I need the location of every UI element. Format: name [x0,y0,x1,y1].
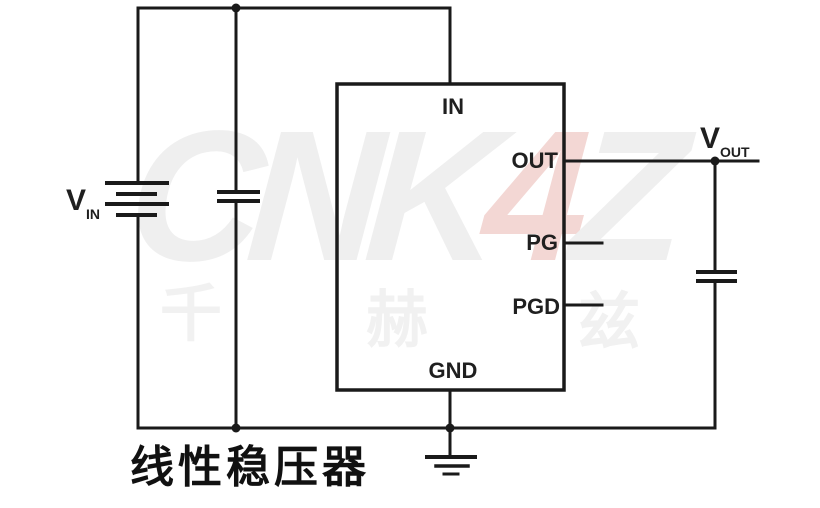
pin-label-gnd: GND [428,358,478,383]
pin-label-pgd: PGD [512,294,560,319]
pin-label-out: OUT [511,148,558,173]
battery-symbol [105,181,169,217]
vin-label-main: V [66,184,87,217]
junction-dot-bottom-cap [231,423,241,433]
watermark-cn-he: 赫 [366,286,429,355]
junction-dot-top-rail [231,3,241,13]
junction-dot-bottom-gnd [445,423,455,433]
watermark-cn-zi: 兹 [578,288,641,357]
input-capacitor-symbol [217,190,260,203]
watermark-cn-qian: 千 [160,280,223,349]
pin-label-pg: PG [526,230,558,255]
junction-dot-vout [710,156,720,166]
vin-label: VIN [66,184,101,222]
diagram-title: 线性稳压器 [130,443,370,492]
pin-label-in: IN [442,94,464,119]
vout-label: VOUT [700,122,750,160]
vout-label-sub: OUT [720,144,750,160]
vout-label-main: V [700,122,721,155]
input-rail-wire [136,6,452,185]
vin-label-sub: IN [86,206,101,222]
ground-symbol [425,455,477,476]
